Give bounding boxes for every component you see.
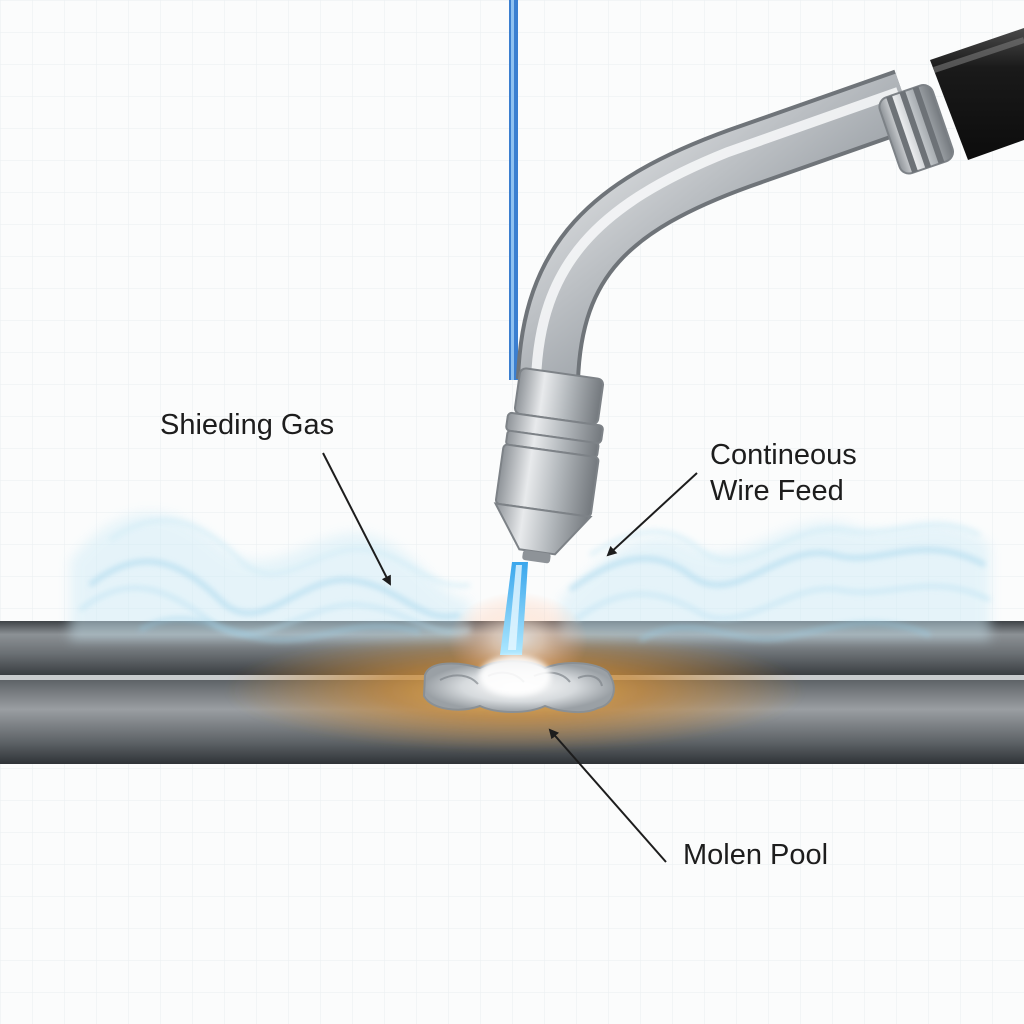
label-shielding-gas: Shieding Gas	[160, 409, 335, 441]
label-molten-pool: Molen Pool	[683, 839, 829, 871]
leader-arrows	[322, 452, 698, 863]
label-wire-feed-line1: Contineous	[710, 439, 857, 471]
wire-feed	[509, 0, 518, 380]
arrow-wire-feed	[606, 472, 698, 557]
arrow-shielding-gas	[322, 452, 391, 586]
welding-arc	[448, 562, 588, 688]
torch-nozzle	[493, 367, 605, 564]
molten-pool	[422, 656, 615, 714]
label-wire-feed: Contineous Wire Feed	[710, 437, 857, 509]
arrow-molten-pool	[548, 728, 667, 863]
torch-hose	[930, 28, 1024, 160]
welding-torch	[493, 28, 1024, 564]
label-wire-feed-line2: Wire Feed	[710, 475, 844, 507]
